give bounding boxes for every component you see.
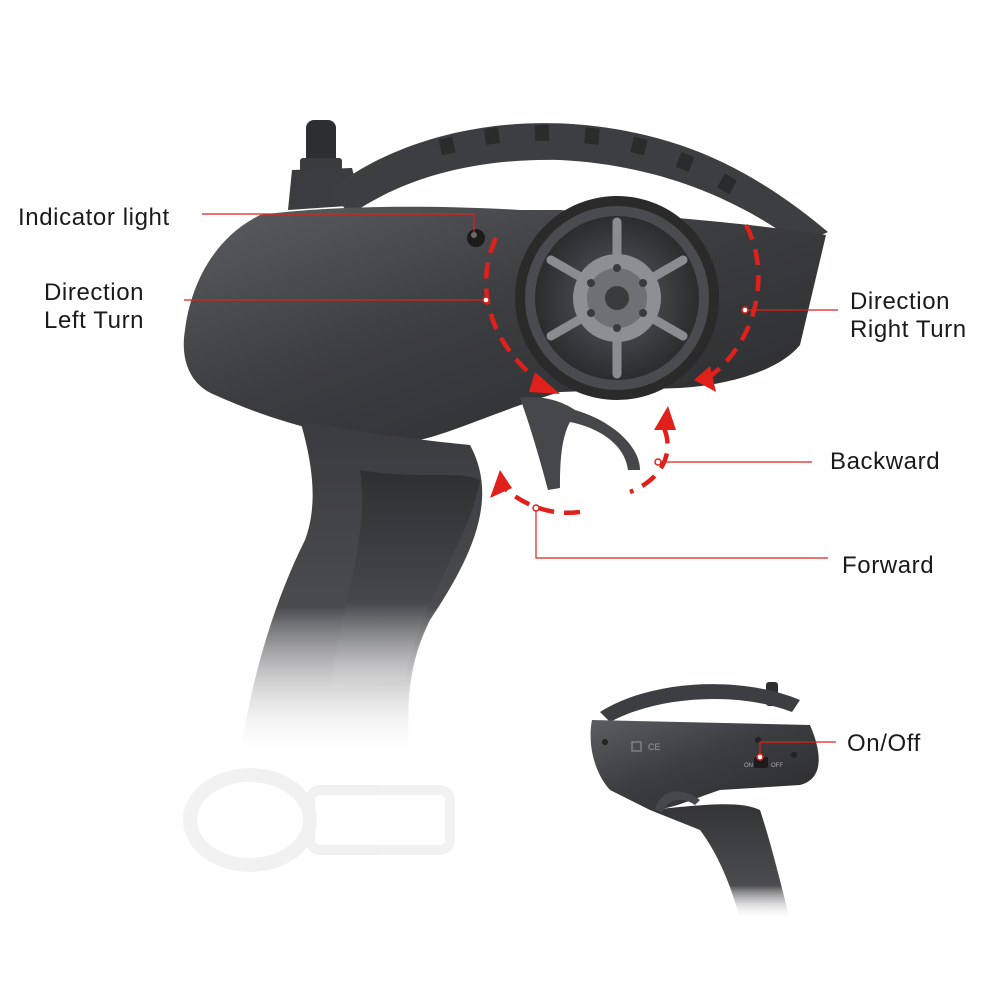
handle-ridges <box>438 124 738 195</box>
backward-label: Backward <box>830 448 940 476</box>
transmitter-body <box>183 206 826 441</box>
leader-dots <box>482 296 764 761</box>
main-transmitter <box>183 120 828 872</box>
recycle-bin-icon <box>631 741 642 752</box>
right-turn-arrow <box>706 223 761 380</box>
forward-label: Forward <box>842 552 934 580</box>
throttle-trigger <box>520 397 640 490</box>
left-turn-label: Direction Left Turn <box>44 279 144 335</box>
watermark-graphic <box>183 768 455 872</box>
backward-arrow <box>629 427 670 495</box>
carry-handle <box>330 123 828 245</box>
indicator-light-text: Indicator light <box>18 204 170 231</box>
grip-inner-panel <box>330 470 480 690</box>
indicator-light <box>467 229 485 247</box>
right-turn-label: Direction Right Turn <box>850 288 967 344</box>
right-turn-line2: Right Turn <box>850 316 967 343</box>
switch-off-label: OFF <box>771 763 783 769</box>
ce-mark: CE <box>648 742 661 752</box>
left-turn-line1: Direction <box>44 279 145 306</box>
indicator-light-label: Indicator light <box>18 204 170 232</box>
switch-on-label: ON <box>744 763 753 769</box>
left-turn-arrow <box>483 237 542 384</box>
left-turn-line2: Left Turn <box>44 307 145 334</box>
arrow-heads <box>490 366 716 498</box>
on-off-text: On/Off <box>847 730 921 757</box>
small-transmitter: ON OFF CE <box>590 682 819 920</box>
right-turn-line1: Direction <box>850 288 951 315</box>
backward-text: Backward <box>830 448 941 475</box>
forward-text: Forward <box>842 552 935 579</box>
steering-wheel <box>515 196 719 400</box>
on-off-label: On/Off <box>847 730 921 758</box>
leader-lines <box>184 213 838 757</box>
